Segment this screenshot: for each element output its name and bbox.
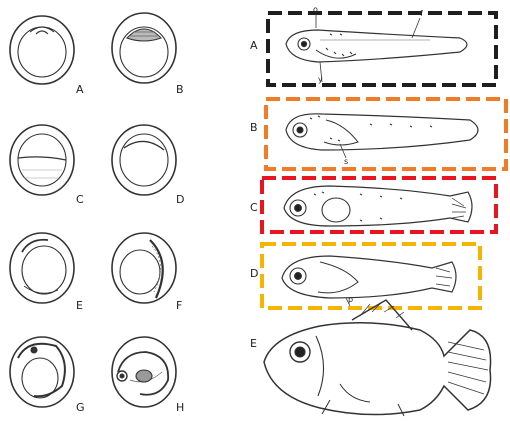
egg-b-drawing (112, 13, 176, 83)
annotation-f: f (420, 10, 423, 18)
egg-e-label: E (76, 300, 83, 311)
egg-a-label: A (76, 84, 84, 95)
egg-b-label: B (176, 84, 184, 95)
egg-g-label: G (76, 402, 85, 413)
egg-h-label: H (176, 402, 184, 413)
larva-b-label: B (250, 122, 258, 133)
larva-d-drawing (282, 256, 456, 306)
adult-fish-e-drawing (264, 300, 491, 416)
egg-e-drawing (10, 233, 74, 303)
egg-a-drawing (10, 16, 74, 84)
larva-d-label: D (250, 268, 258, 279)
egg-d-label: D (176, 194, 184, 205)
annotation-o: o (313, 6, 318, 14)
larva-a-label: A (250, 40, 258, 51)
annotation-p: p (348, 296, 353, 304)
egg-h-drawing (112, 337, 176, 407)
egg-d-drawing (112, 125, 176, 195)
adult-e-label: E (250, 338, 257, 349)
larva-c-label: C (250, 202, 258, 213)
egg-g-drawing (10, 337, 74, 407)
egg-c-label: C (76, 194, 84, 205)
egg-c-drawing (10, 125, 74, 195)
larva-c-drawing (284, 186, 472, 226)
annotation-s: s (344, 158, 348, 166)
larva-a-drawing (286, 14, 467, 82)
larva-b-drawing (286, 114, 478, 158)
egg-f-drawing (112, 233, 176, 303)
egg-f-label: F (176, 300, 182, 311)
annotation-y: y (318, 76, 323, 84)
